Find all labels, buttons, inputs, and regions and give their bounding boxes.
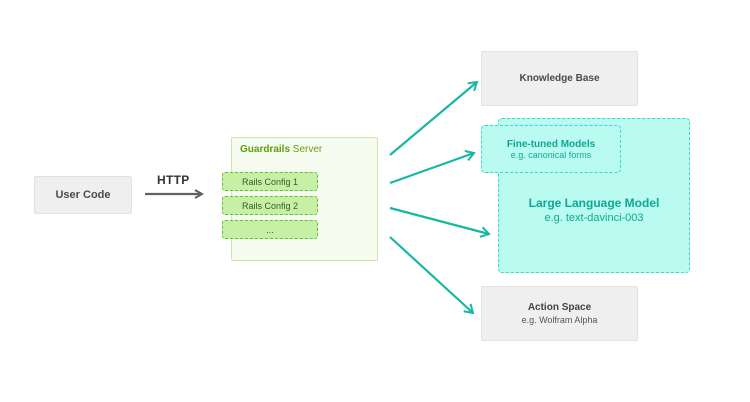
rails-config-2: Rails Config 2 [222, 196, 318, 215]
fine-tuned-subtitle: e.g. canonical forms [510, 149, 592, 160]
llm-subtitle: e.g. text-davinci-003 [544, 212, 644, 224]
http-label: HTTP [157, 173, 190, 187]
action-space-title: Action Space [527, 302, 592, 313]
arrow-to-action-space [389, 236, 475, 315]
arrow-to-llm [389, 206, 491, 238]
fine-tuned-title: Fine-tuned Models [506, 138, 596, 150]
server-title: Guardrails Server [240, 144, 322, 155]
user-code-box: User Code [34, 176, 132, 214]
rails-config-more: ... [222, 220, 318, 239]
action-space-box: Action Space e.g. Wolfram Alpha [481, 286, 638, 341]
rails-config-1: Rails Config 1 [222, 172, 318, 191]
knowledge-base-box: Knowledge Base [481, 51, 638, 106]
action-space-subtitle: e.g. Wolfram Alpha [521, 315, 598, 325]
knowledge-base-label: Knowledge Base [519, 73, 600, 84]
server-title-bold: Guardrails [240, 144, 291, 155]
server-title-rest: Server [290, 144, 323, 155]
fine-tuned-models-box: Fine-tuned Models e.g. canonical forms [481, 125, 621, 173]
arrow-to-knowledge-base [389, 80, 479, 156]
llm-title: Large Language Model [528, 196, 660, 210]
arrow-to-fine-tuned [389, 150, 476, 185]
user-code-label: User Code [55, 189, 111, 201]
